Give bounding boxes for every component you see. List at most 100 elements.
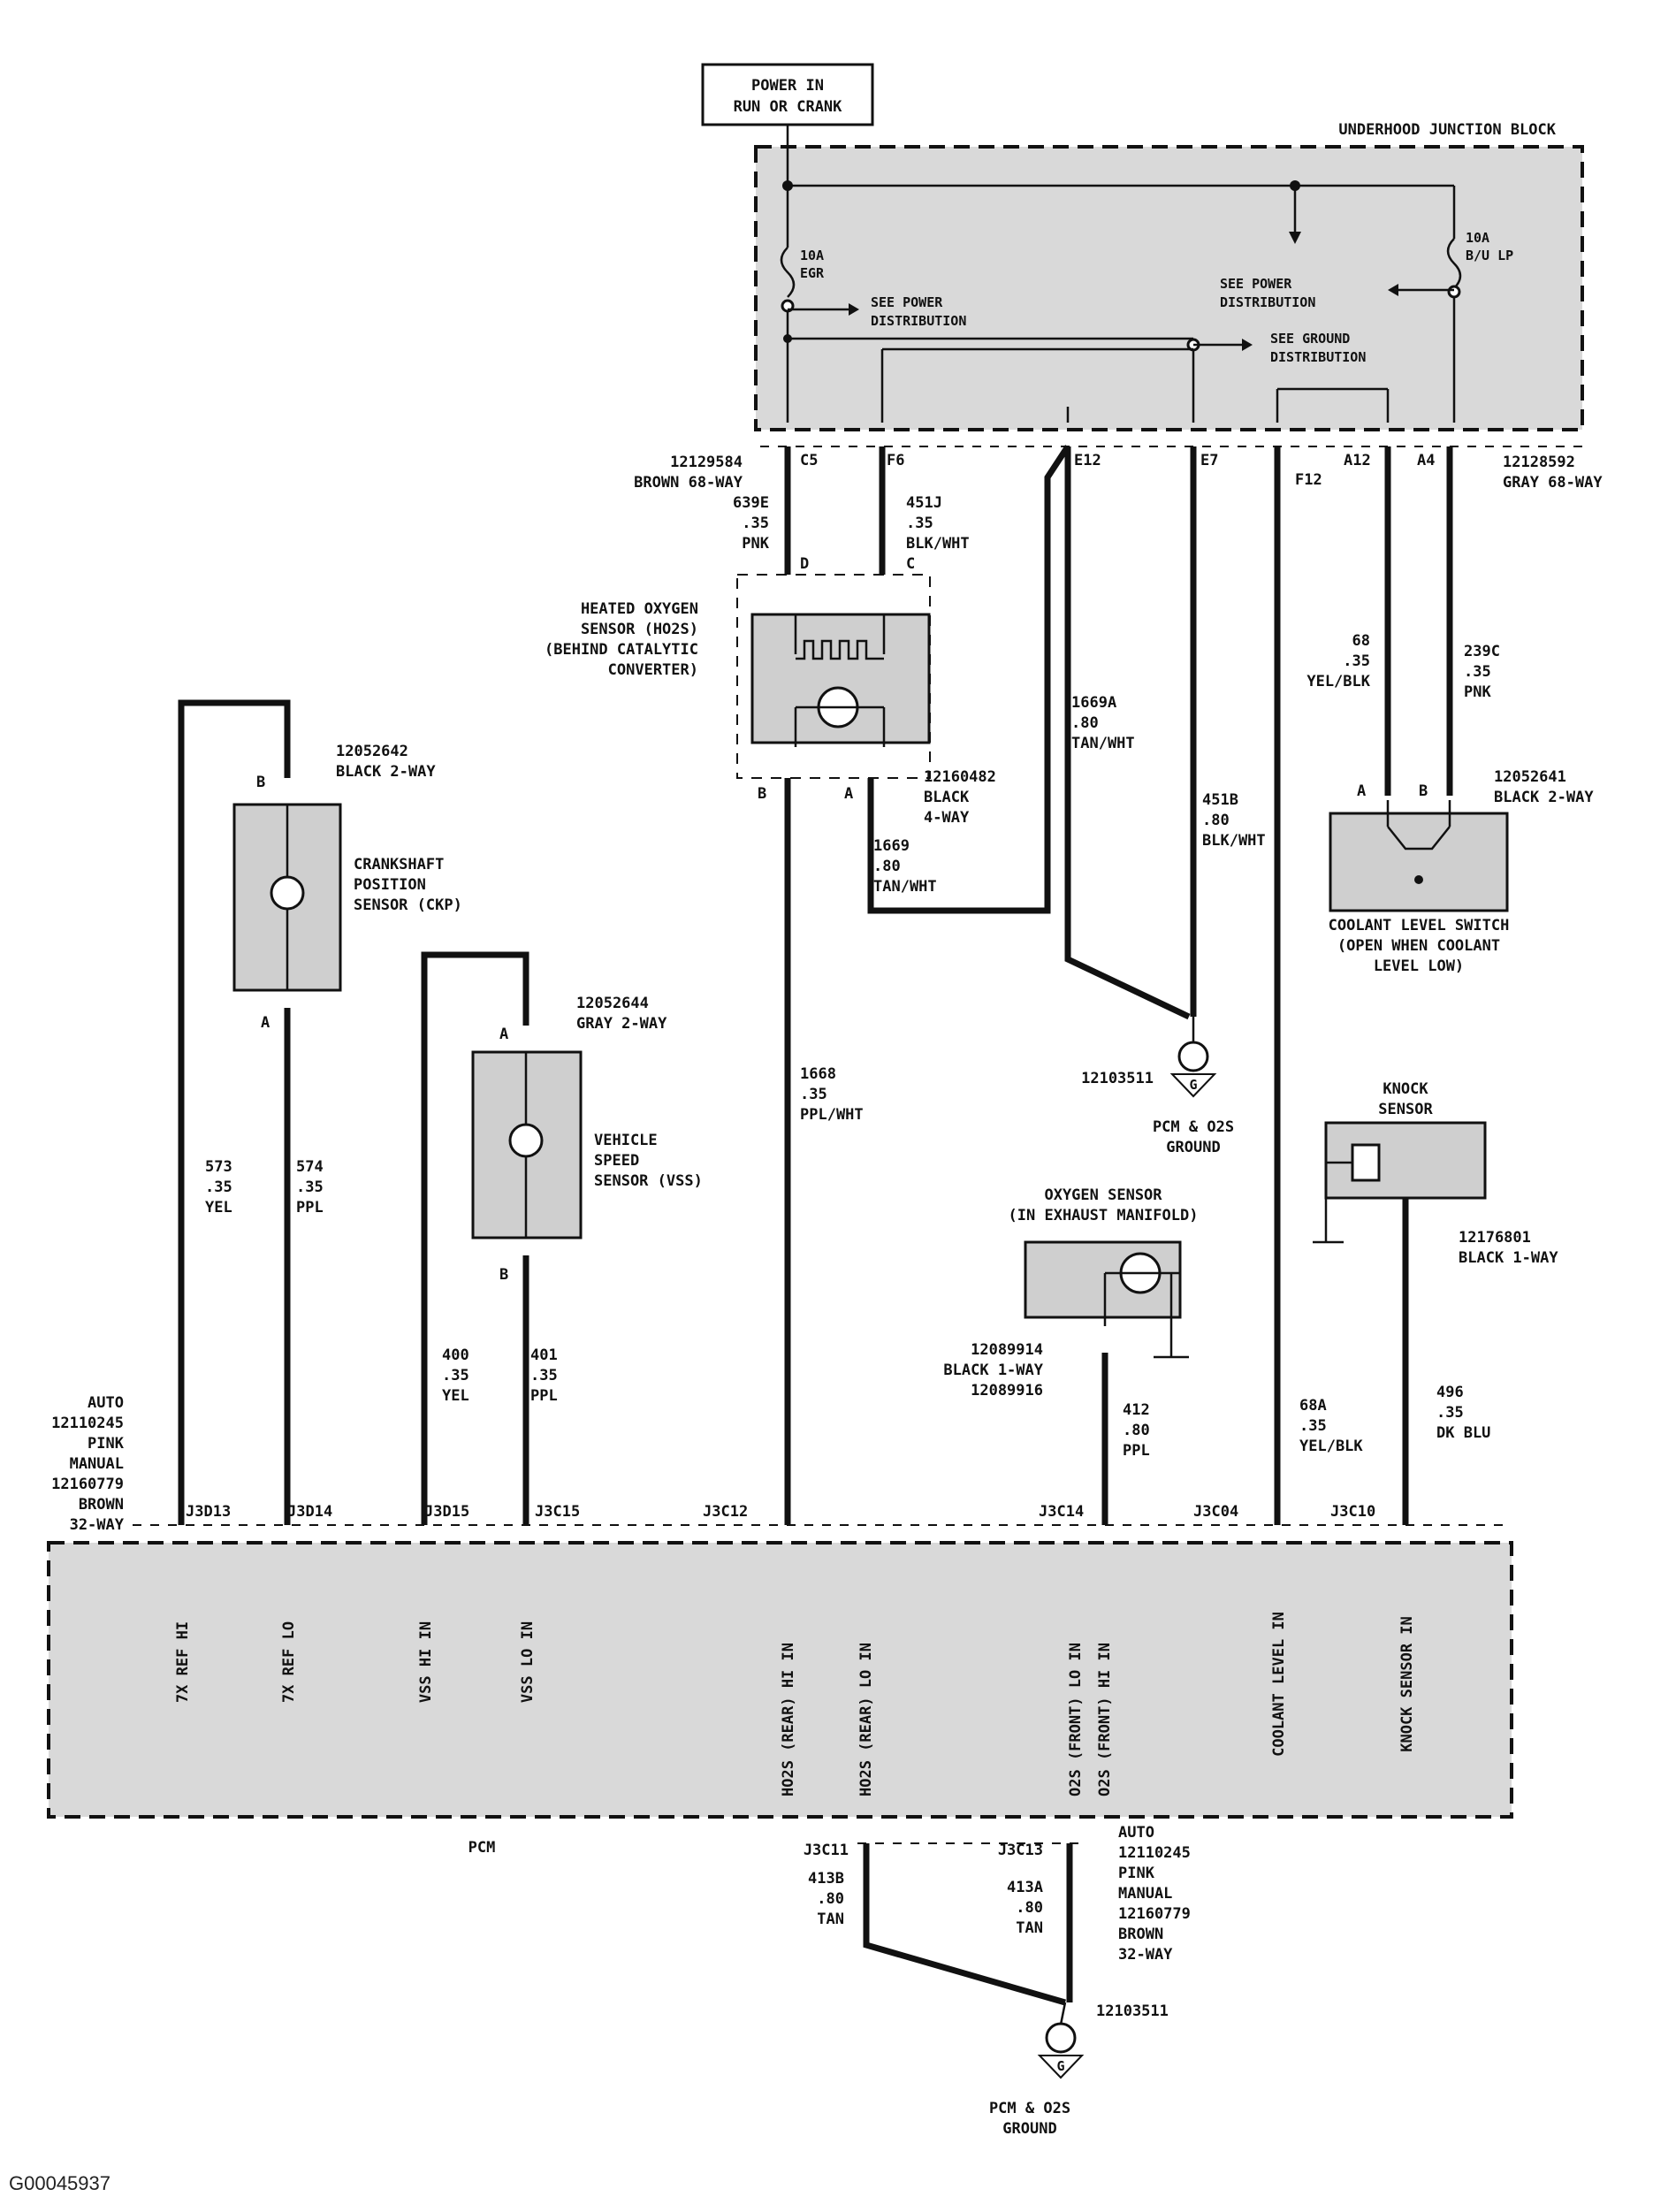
svg-text:DISTRIBUTION: DISTRIBUTION [1220, 294, 1315, 310]
svg-text:J3D15: J3D15 [424, 1503, 469, 1521]
svg-text:.35: .35 [1299, 1417, 1327, 1435]
svg-text:VSS HI IN: VSS HI IN [417, 1621, 435, 1703]
svg-text:O2S (FRONT) LO IN: O2S (FRONT) LO IN [1067, 1643, 1085, 1796]
ground-bottom: G 12103511 PCM & O2S GROUND [989, 2002, 1169, 2138]
power-in-box: POWER IN RUN OR CRANK [701, 63, 874, 126]
svg-text:SENSOR (VSS): SENSOR (VSS) [594, 1172, 703, 1190]
svg-text:413B: 413B [808, 1870, 844, 1888]
svg-text:SENSOR (CKP): SENSOR (CKP) [354, 896, 462, 914]
svg-text:VSS LO IN: VSS LO IN [519, 1621, 537, 1703]
svg-text:PPL: PPL [296, 1199, 324, 1217]
svg-text:PCM & O2S: PCM & O2S [1153, 1118, 1234, 1136]
svg-text:F6: F6 [887, 452, 904, 469]
svg-text:O2S (FRONT) HI IN: O2S (FRONT) HI IN [1096, 1643, 1114, 1796]
svg-text:KNOCK: KNOCK [1383, 1080, 1428, 1098]
pcm-module: PCM 7X REF HI 7X REF LO VSS HI IN VSS LO… [47, 1541, 1513, 1857]
junction-block-connector: C5 F6 E12 E7 F12 A12 A4 12129584 BROWN 6… [634, 446, 1603, 492]
svg-text:YEL/BLK: YEL/BLK [1299, 1438, 1363, 1455]
svg-text:B: B [499, 1266, 508, 1284]
svg-text:639E: 639E [733, 494, 769, 512]
svg-text:32-WAY: 32-WAY [1118, 1946, 1173, 1964]
wire-639e: 639E .35 PNK [733, 446, 791, 575]
heated-oxygen-sensor: D C B A HEATED OXYGEN SENSOR (HO2S) (BEH… [545, 555, 996, 827]
svg-text:.35: .35 [530, 1367, 558, 1384]
fuse-bu-lp: 10A B/U LP [1388, 186, 1513, 423]
pcm-connector-left-label: AUTO 12110245 PINK MANUAL 12160779 BROWN… [51, 1394, 125, 1534]
svg-text:12160779: 12160779 [1118, 1905, 1191, 1923]
svg-text:12089916: 12089916 [971, 1382, 1043, 1400]
svg-text:A4: A4 [1417, 452, 1435, 469]
wire-1668: 1668 .35 PPL/WHT [784, 778, 864, 1525]
svg-text:J3C15: J3C15 [535, 1503, 580, 1521]
power-in-line2: RUN OR CRANK [734, 98, 843, 116]
svg-text:B: B [758, 785, 766, 803]
wire-1669: 1669 .80 TAN/WHT [873, 837, 937, 896]
svg-text:12176801: 12176801 [1459, 1229, 1531, 1247]
svg-text:A12: A12 [1344, 452, 1371, 469]
svg-text:POSITION: POSITION [354, 876, 426, 894]
coolant-level-switch: A B 12052641 BLACK 2-WAY COOLANT LEVEL S… [1329, 768, 1595, 975]
wire-573: 573 .35 YEL [205, 1158, 232, 1217]
wire-451j: 451J .35 BLK/WHT [879, 446, 970, 575]
vehicle-speed-sensor: A B 12052644 GRAY 2-WAY VEHICLE SPEED SE… [421, 951, 703, 1525]
svg-text:TAN/WHT: TAN/WHT [873, 878, 937, 896]
power-distribution-middle: SEE POWER DISTRIBUTION [1220, 186, 1315, 310]
svg-text:GRAY 68-WAY: GRAY 68-WAY [1503, 474, 1603, 492]
pcm-label: PCM [468, 1839, 496, 1857]
svg-text:574: 574 [296, 1158, 324, 1176]
power-in-line1: POWER IN [751, 77, 824, 95]
svg-text:BLK/WHT: BLK/WHT [906, 535, 970, 553]
svg-text:.35: .35 [442, 1367, 469, 1384]
underhood-junction-block: UNDERHOOD JUNCTION BLOCK 10A EGR SEE POW… [754, 121, 1584, 431]
knock-sensor: KNOCK SENSOR 12176801 BLACK 1-WAY [1313, 1080, 1558, 1525]
svg-text:12110245: 12110245 [1118, 1844, 1191, 1862]
svg-text:F12: F12 [1295, 471, 1322, 489]
wire-f12-68a: 68A .35 YEL/BLK [1274, 446, 1363, 1525]
svg-text:GROUND: GROUND [1166, 1139, 1220, 1156]
svg-text:.35: .35 [906, 515, 933, 532]
svg-text:A: A [499, 1026, 508, 1043]
svg-text:J3C04: J3C04 [1193, 1503, 1238, 1521]
svg-text:12052644: 12052644 [576, 995, 649, 1012]
svg-text:.35: .35 [205, 1178, 232, 1196]
svg-text:BLACK 2-WAY: BLACK 2-WAY [336, 763, 436, 781]
wire-401: 401 .35 PPL [530, 1346, 558, 1405]
svg-text:.35: .35 [1436, 1404, 1464, 1422]
svg-text:KNOCK SENSOR IN: KNOCK SENSOR IN [1398, 1616, 1416, 1752]
svg-text:BROWN: BROWN [1118, 1926, 1163, 1943]
svg-text:GRAY 2-WAY: GRAY 2-WAY [576, 1015, 667, 1033]
svg-text:BLACK 1-WAY: BLACK 1-WAY [1459, 1249, 1558, 1267]
svg-text:YEL/BLK: YEL/BLK [1306, 673, 1370, 690]
svg-text:A: A [261, 1014, 270, 1032]
svg-text:PNK: PNK [742, 535, 769, 553]
svg-text:12103511: 12103511 [1096, 2002, 1169, 2020]
pcm-terminals-bottom: J3C11 J3C13 [804, 1842, 1083, 1859]
svg-text:PPL: PPL [530, 1387, 558, 1405]
svg-text:451J: 451J [906, 494, 942, 512]
svg-text:413A: 413A [1007, 1879, 1043, 1896]
svg-text:J3C12: J3C12 [703, 1503, 748, 1521]
junction-block-title: UNDERHOOD JUNCTION BLOCK [1338, 121, 1556, 139]
svg-text:PPL: PPL [1123, 1442, 1150, 1460]
svg-text:PPL/WHT: PPL/WHT [800, 1106, 864, 1124]
svg-text:.80: .80 [1016, 1899, 1043, 1917]
svg-text:.35: .35 [1464, 663, 1491, 681]
svg-text:1669A: 1669A [1071, 694, 1116, 712]
svg-text:HO2S (REAR) LO IN: HO2S (REAR) LO IN [857, 1643, 875, 1796]
svg-text:HEATED OXYGEN: HEATED OXYGEN [581, 600, 698, 618]
svg-text:DISTRIBUTION: DISTRIBUTION [1270, 349, 1366, 365]
svg-text:TAN: TAN [817, 1911, 844, 1928]
svg-text:(IN EXHAUST MANIFOLD): (IN EXHAUST MANIFOLD) [1009, 1207, 1199, 1224]
ground-top: G 12103511 PCM & O2S GROUND [1081, 1017, 1234, 1156]
svg-text:SEE GROUND: SEE GROUND [1270, 331, 1350, 347]
svg-text:DK BLU: DK BLU [1436, 1424, 1490, 1442]
svg-text:TAN/WHT: TAN/WHT [1071, 735, 1135, 752]
wire-574: 574 .35 PPL [296, 1158, 324, 1217]
svg-text:OXYGEN SENSOR: OXYGEN SENSOR [1044, 1186, 1162, 1204]
svg-text:BROWN: BROWN [79, 1496, 124, 1514]
svg-text:J3D13: J3D13 [186, 1503, 231, 1521]
svg-text:PINK: PINK [1118, 1865, 1155, 1882]
svg-text:12103511: 12103511 [1081, 1070, 1154, 1087]
figure-code: G00045937 [9, 2172, 110, 2194]
wire-68: 68 .35 YEL/BLK [1306, 446, 1391, 796]
